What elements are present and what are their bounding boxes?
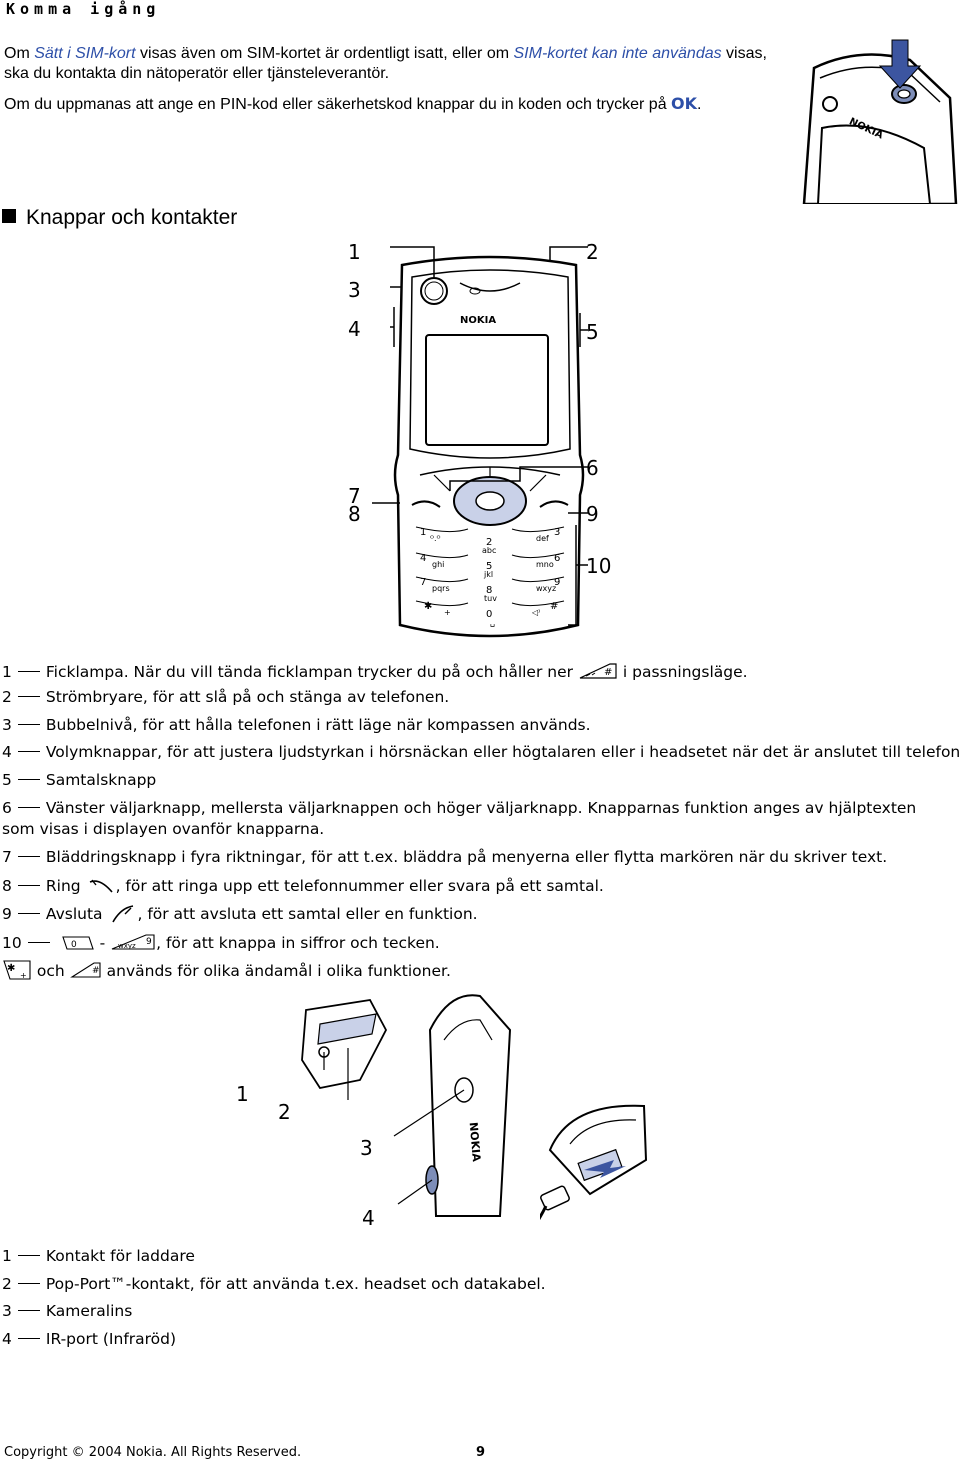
key-6-sub: mno	[536, 560, 554, 569]
hash-key-icon-2: #	[69, 962, 101, 978]
key-2-label: 2	[486, 537, 492, 548]
key-2-sub: abc	[482, 546, 496, 555]
callout-10: 10	[586, 554, 612, 578]
key-9-sub: wxyz	[536, 584, 556, 593]
key-0-label: 0	[486, 609, 492, 620]
connector-callout-2: 2	[278, 1100, 291, 1124]
key-hash-sub: ◁⁾	[531, 608, 540, 617]
connector-callout-1: 1	[236, 1082, 249, 1106]
ok-softkey-label: OK	[671, 94, 698, 113]
sim-insert-message: Sätt i SIM-kort	[34, 45, 136, 62]
key-7-sub: pqrs	[432, 584, 450, 593]
callout-6: 6	[586, 456, 599, 480]
star-key-icon: ✱+	[3, 960, 31, 980]
key-1-label: 1	[420, 527, 426, 538]
key-3-label: 3	[554, 527, 560, 538]
end-key-icon	[112, 905, 134, 923]
callout-2: 2	[586, 240, 599, 264]
connector-callout-3: 3	[360, 1136, 373, 1160]
intro-paragraph-1: Om Sätt i SIM-kort visas även om SIM-kor…	[4, 45, 767, 82]
charger-connection-diagram	[540, 1104, 648, 1221]
key-star-label: ✱	[424, 601, 432, 612]
phone-front-diagram: NOKIA 1 ᴼ.ᴼ 2 abc 3 def 4 ghi 5 jkl 6 mn…	[372, 246, 588, 638]
svg-text:#: #	[604, 667, 612, 678]
nine-key-icon: 9 wxyz	[111, 934, 155, 950]
section-heading: Knappar och kontakter	[2, 206, 237, 230]
square-bullet-icon	[2, 209, 16, 223]
key-star-sub: +	[444, 608, 451, 617]
connector-callout-4: 4	[362, 1206, 375, 1230]
key-8-label: 8	[486, 585, 492, 596]
svg-text:✱: ✱	[7, 963, 15, 974]
key-5-label: 5	[486, 561, 492, 572]
svg-text:0: 0	[71, 940, 77, 950]
phone-bottom-diagram: NOKIA	[301, 994, 512, 1217]
key-5-sub: jkl	[483, 570, 493, 579]
key-3-sub: def	[536, 534, 549, 543]
running-header: Komma igång	[6, 0, 161, 18]
callout-9: 9	[586, 502, 599, 526]
call-key-icon	[89, 879, 113, 893]
zero-key-icon: 0	[61, 936, 94, 950]
item-11: ✱+ och # används för olika ändamål i oli…	[2, 959, 451, 981]
callout-8: 8	[348, 502, 361, 526]
key-4-label: 4	[420, 553, 426, 564]
hash-key-icon: #	[579, 663, 617, 679]
key-0-sub: ␣	[490, 618, 495, 627]
key-6-label: 6	[554, 553, 560, 564]
page-number: 9	[476, 1445, 486, 1460]
copyright-footer: Copyright © 2004 Nokia. All Rights Reser…	[4, 1445, 302, 1460]
key-4-sub: ghi	[432, 560, 444, 569]
svg-text:wxyz: wxyz	[118, 942, 136, 950]
svg-text:#: #	[92, 966, 100, 976]
callout-5: 5	[586, 320, 599, 344]
phone-brand-logo: NOKIA	[460, 315, 496, 326]
callout-1: 1	[348, 240, 361, 264]
key-9-label: 9	[554, 577, 560, 588]
key-8-sub: tuv	[484, 594, 497, 603]
callout-7: 7	[348, 484, 361, 508]
key-7-label: 7	[420, 577, 426, 588]
callout-3: 3	[348, 278, 361, 302]
sim-unusable-message: SIM-kortet kan inte användas	[513, 45, 722, 62]
svg-text:9: 9	[146, 937, 152, 947]
bottom-brand-logo: NOKIA	[467, 1122, 483, 1163]
intro-paragraph-2: Om du uppmanas att ange en PIN-kod eller…	[4, 94, 702, 113]
svg-text:+: +	[20, 971, 27, 980]
power-key-illustration: NOKIA	[802, 39, 958, 204]
callout-4: 4	[348, 317, 361, 341]
key-1-sub: ᴼ.ᴼ	[430, 534, 441, 543]
key-hash-label: #	[550, 601, 558, 612]
